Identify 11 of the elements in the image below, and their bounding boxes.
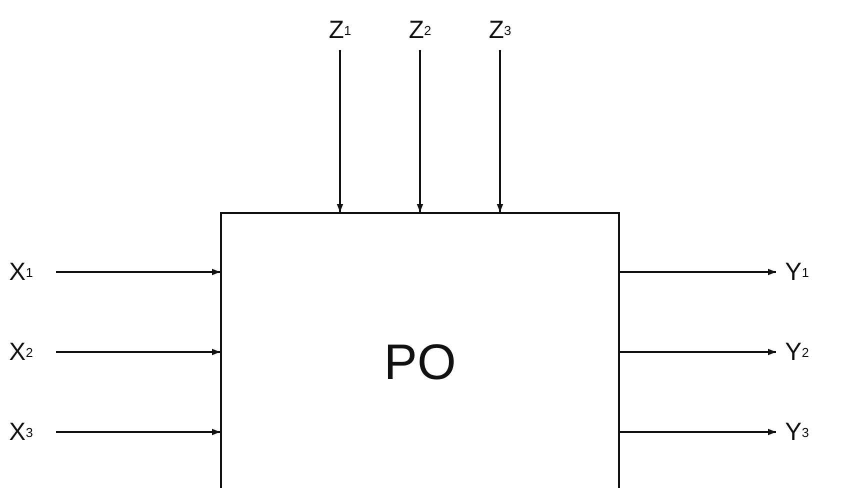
arrow — [416, 50, 424, 212]
arrow — [620, 268, 776, 276]
arrow — [56, 428, 220, 436]
arrow — [620, 348, 776, 356]
arrow — [56, 348, 220, 356]
arrow — [620, 428, 776, 436]
arrow — [496, 50, 504, 212]
process-box — [220, 212, 620, 488]
box-label: PO — [384, 333, 456, 391]
arrow — [56, 268, 220, 276]
arrow — [336, 50, 344, 212]
